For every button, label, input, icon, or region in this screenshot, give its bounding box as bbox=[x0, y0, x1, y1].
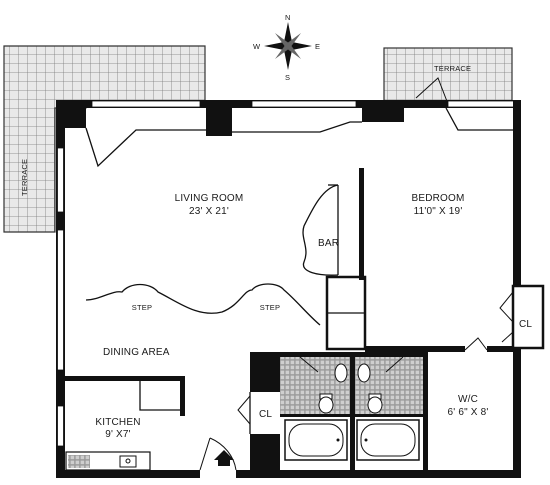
hall-closet-label: CL bbox=[259, 409, 272, 420]
bar-label: BAR bbox=[318, 238, 339, 249]
compass-e: E bbox=[315, 42, 320, 51]
compass-rose: N E S W bbox=[253, 13, 320, 82]
terrace-west-label: TERRACE bbox=[20, 159, 29, 196]
steps-line bbox=[85, 283, 321, 326]
terrace-north-label: TERRACE bbox=[434, 64, 471, 73]
interior-walls bbox=[302, 168, 545, 470]
step-right-label: STEP bbox=[260, 303, 280, 312]
kitchen-name: KITCHEN bbox=[95, 417, 140, 428]
wc-size: 6' 6" X 8' bbox=[447, 407, 488, 418]
bedroom-name: BEDROOM bbox=[411, 193, 464, 204]
step-left-label: STEP bbox=[132, 303, 152, 312]
hall-closet bbox=[237, 392, 251, 434]
bedroom-closet-label: CL bbox=[519, 319, 532, 330]
living-room-bay bbox=[85, 107, 513, 168]
kitchen-area bbox=[65, 376, 185, 471]
compass-w: W bbox=[253, 42, 261, 51]
entry-door bbox=[199, 437, 237, 471]
wc-name: W/C bbox=[458, 394, 478, 405]
bedroom-size: 11'0" X 19' bbox=[414, 206, 463, 217]
living-room-size: 23' X 21' bbox=[189, 206, 229, 217]
terrace-north bbox=[383, 47, 513, 105]
terrace-west bbox=[3, 45, 206, 233]
exterior-walls bbox=[56, 100, 521, 478]
living-room-name: LIVING ROOM bbox=[175, 193, 244, 204]
compass-n: N bbox=[285, 13, 291, 22]
compass-s: S bbox=[285, 73, 290, 82]
bathrooms bbox=[250, 352, 423, 470]
dining-area-label: DINING AREA bbox=[103, 347, 170, 358]
kitchen-size: 9' X7' bbox=[105, 429, 131, 440]
